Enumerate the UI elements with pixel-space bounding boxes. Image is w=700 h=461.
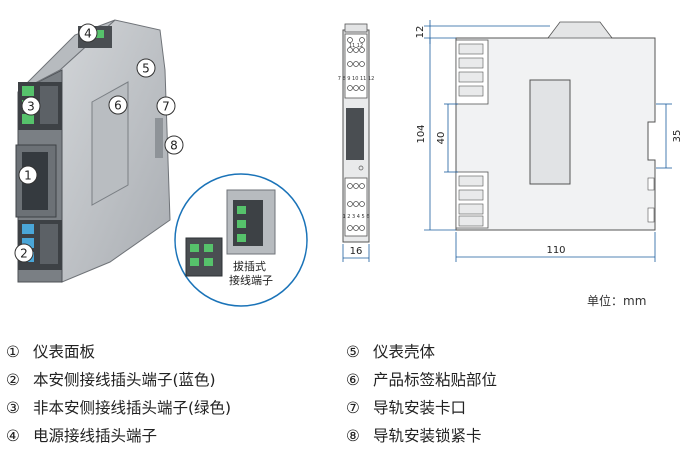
callout-4: 4 [78,23,98,43]
legend-item-2: ② 本安侧接线插头端子(蓝色) [6,371,216,389]
front-view: 11 12 7 8 9 10 11 12 1 2 3 4 5 6 16 [338,23,375,262]
svg-text:4: 4 [84,27,92,41]
legend-item-4: ④ 电源接线插头端子 [6,427,157,445]
unit-note: 单位：mm [587,294,647,308]
dim-height-label: 104 [416,124,427,143]
side-bottom-terminals [455,171,489,229]
callout-7: 7 [156,96,176,116]
svg-text:7 8 9 10 11 12: 7 8 9 10 11 12 [338,76,375,82]
rail-clip [155,118,163,158]
callout-1: 1 [18,165,38,185]
legend-item-5: ⑤ 仪表壳体 [346,343,435,361]
callout-6: 6 [108,95,128,115]
svg-text:11 12: 11 12 [349,43,363,49]
dim-rail-height [656,103,672,169]
svg-text:3: 3 [27,100,35,114]
svg-text:8: 8 [170,139,178,153]
legend-item-1: ① 仪表面板 [6,343,95,361]
front-top-terminals: 11 12 7 8 9 10 11 12 [338,33,375,99]
side-view: 12 104 40 35 110 [415,20,683,262]
svg-text:1: 1 [24,169,32,183]
inset-label-line2: 接线端子 [229,273,273,287]
svg-text:1 2 3 4 5 6: 1 2 3 4 5 6 [342,214,369,220]
legend-item-3: ③ 非本安侧接线插头端子(绿色) [6,399,232,417]
side-label-window [529,79,571,185]
svg-text:2: 2 [20,247,28,261]
dim-front-width-label: 16 [350,246,363,257]
callout-8: 8 [164,135,184,155]
dim-top-offset-label: 12 [415,26,426,39]
dim-inner-height [444,103,458,173]
product-figure: 1 2 3 4 5 6 7 8 [14,19,683,308]
dim-depth-label: 110 [546,245,565,256]
legend-item-6: ⑥ 产品标签粘贴部位 [346,371,497,389]
front-bottom-terminals: 1 2 3 4 5 6 [342,177,370,237]
callout-3: 3 [21,96,41,116]
svg-text:6: 6 [114,99,122,113]
svg-text:5: 5 [142,62,150,76]
isometric-view: 1 2 3 4 5 6 7 8 [14,19,308,307]
legend-item-8: ⑧ 导轨安装锁紧卡 [346,427,482,445]
callout-5: 5 [136,58,156,78]
svg-text:7: 7 [162,100,170,114]
dim-height [424,38,456,231]
dim-depth [455,232,656,262]
side-top-terminals [455,39,489,105]
front-display-window [346,108,364,160]
product-drawing: 1 2 3 4 5 6 7 8 [14,19,683,307]
inset-label-line1: 拔插式 [233,259,266,273]
dim-front-width [342,244,370,262]
dim-rail-height-label: 35 [672,130,683,143]
callout-2: 2 [14,243,34,263]
legend-item-7: ⑦ 导轨安装卡口 [346,399,466,417]
dim-inner-height-label: 40 [436,132,447,145]
plug-terminal-inset: 拔插式 接线端子 [174,173,308,307]
